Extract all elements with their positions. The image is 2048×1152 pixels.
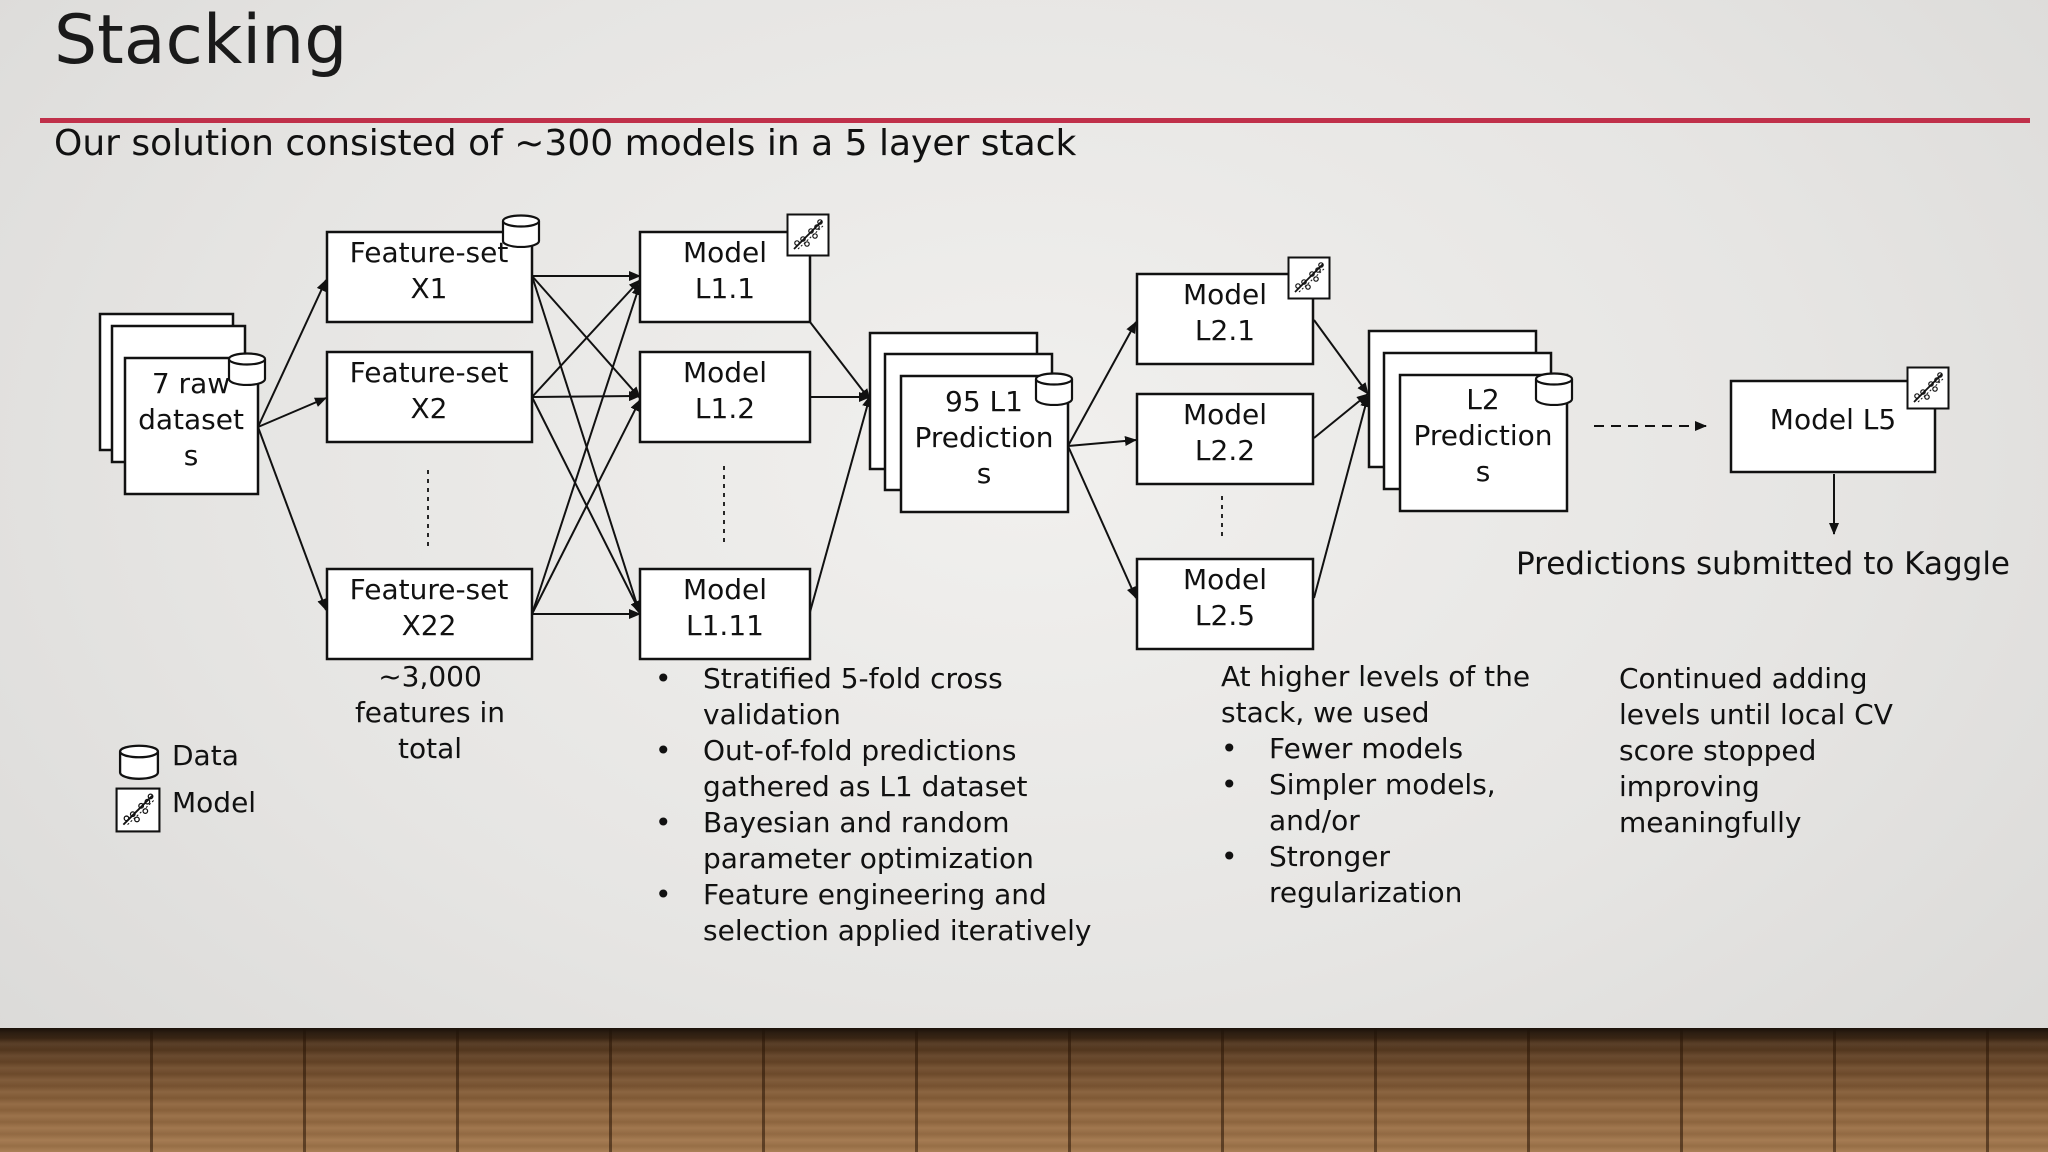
edges-raw-to-features xyxy=(257,279,327,611)
data-icon xyxy=(227,352,267,386)
model-l5: Model L5 xyxy=(1729,366,1950,474)
model-l1-2: Model L1.2 xyxy=(638,350,812,444)
model-l1-11: Model L1.11 xyxy=(638,567,812,661)
cylinder-icon xyxy=(118,744,160,780)
svg-text:Model: Model xyxy=(1183,563,1267,596)
edges-predictions-to-l2 xyxy=(1067,321,1137,599)
model-l2-2: Model L2.2 xyxy=(1135,392,1315,486)
svg-text:Feature-set: Feature-set xyxy=(350,236,509,269)
svg-text:L2.5: L2.5 xyxy=(1195,599,1255,632)
svg-text:Model: Model xyxy=(1183,398,1267,431)
svg-text:L1.2: L1.2 xyxy=(695,392,755,425)
svg-text:Prediction: Prediction xyxy=(914,421,1053,454)
svg-text:X22: X22 xyxy=(402,609,457,642)
svg-text:L2.1: L2.1 xyxy=(1195,314,1255,347)
edges-features-to-l1 xyxy=(531,271,642,619)
svg-text:Feature-set: Feature-set xyxy=(350,573,509,606)
legend: Data Model xyxy=(115,739,256,833)
data-icon xyxy=(501,214,541,248)
scatter-plot-icon xyxy=(115,787,161,833)
stacking-diagram: 7 raw dataset s Feature-set X1 Feature-s… xyxy=(98,213,2010,833)
svg-text:L2: L2 xyxy=(1466,383,1499,416)
data-icon xyxy=(1034,372,1074,406)
bullet-item: Stratified 5-fold cross validation xyxy=(655,661,1095,733)
model-icon xyxy=(1906,366,1950,410)
svg-text:s: s xyxy=(977,457,992,490)
model-icon xyxy=(786,213,830,257)
l2-predictions-box: L2 Prediction s xyxy=(1367,329,1574,513)
raw-datasets-box: 7 raw dataset s xyxy=(98,312,267,496)
features-total-note: ~3,000 features in total xyxy=(354,660,506,765)
model-l2-5: Model L2.5 xyxy=(1135,557,1315,651)
svg-text:X1: X1 xyxy=(411,272,448,305)
edges-l2-to-predictions xyxy=(1313,319,1370,599)
raw-line-2: dataset xyxy=(138,403,244,436)
svg-text:Model: Model xyxy=(683,356,767,389)
svg-text:Model: Model xyxy=(683,236,767,269)
data-icon xyxy=(1534,372,1574,406)
higher-levels-notes: At higher levels of the stack, we used F… xyxy=(1221,659,1541,911)
feature-set-x2: Feature-set X2 xyxy=(325,350,534,444)
model-icon xyxy=(1287,256,1331,300)
final-output-label: Predictions submitted to Kaggle xyxy=(1516,546,2010,582)
edges-l1-to-predictions xyxy=(809,321,872,613)
svg-text:Model L5: Model L5 xyxy=(1770,403,1896,436)
raw-line-1: 7 raw xyxy=(152,367,230,400)
svg-text:L1.1: L1.1 xyxy=(695,272,755,305)
bullet-item: Fewer models xyxy=(1221,731,1541,767)
l1-predictions-box: 95 L1 Prediction s xyxy=(868,331,1074,514)
title-rule xyxy=(40,118,2030,123)
svg-text:Model: Model xyxy=(683,573,767,606)
l1-notes: Stratified 5-fold cross validation Out-o… xyxy=(655,661,1095,949)
wood-floor xyxy=(0,1028,2048,1152)
legend-data-label: Data xyxy=(172,739,239,772)
model-l1-1: Model L1.1 xyxy=(638,213,830,324)
continued-note: Continued adding levels until local CV s… xyxy=(1619,662,1893,839)
bullet-item: Out-of-fold predictions gathered as L1 d… xyxy=(655,733,1095,805)
slide-title: Stacking xyxy=(54,1,348,80)
bullet-item: Bayesian and random parameter optimizati… xyxy=(655,805,1095,877)
feature-set-x22: Feature-set X22 xyxy=(325,567,534,661)
svg-text:X2: X2 xyxy=(411,392,448,425)
svg-text:L2.2: L2.2 xyxy=(1195,434,1255,467)
floor-shadow xyxy=(0,1028,2048,1042)
bullet-item: Feature engineering and selection applie… xyxy=(655,877,1095,949)
svg-text:Prediction: Prediction xyxy=(1413,419,1552,452)
svg-text:Feature-set: Feature-set xyxy=(350,356,509,389)
svg-text:s: s xyxy=(1476,455,1491,488)
model-l2-1: Model L2.1 xyxy=(1135,256,1331,366)
svg-text:95 L1: 95 L1 xyxy=(945,385,1023,418)
raw-line-3: s xyxy=(184,439,199,472)
legend-model-label: Model xyxy=(172,786,256,819)
slide-subtitle: Our solution consisted of ~300 models in… xyxy=(54,123,1077,164)
bullet-item: Stronger regularization xyxy=(1221,839,1541,911)
svg-text:L1.11: L1.11 xyxy=(686,609,764,642)
feature-set-x1: Feature-set X1 xyxy=(325,214,541,324)
svg-text:Model: Model xyxy=(1183,278,1267,311)
bullet-item: Simpler models, and/or xyxy=(1221,767,1541,839)
